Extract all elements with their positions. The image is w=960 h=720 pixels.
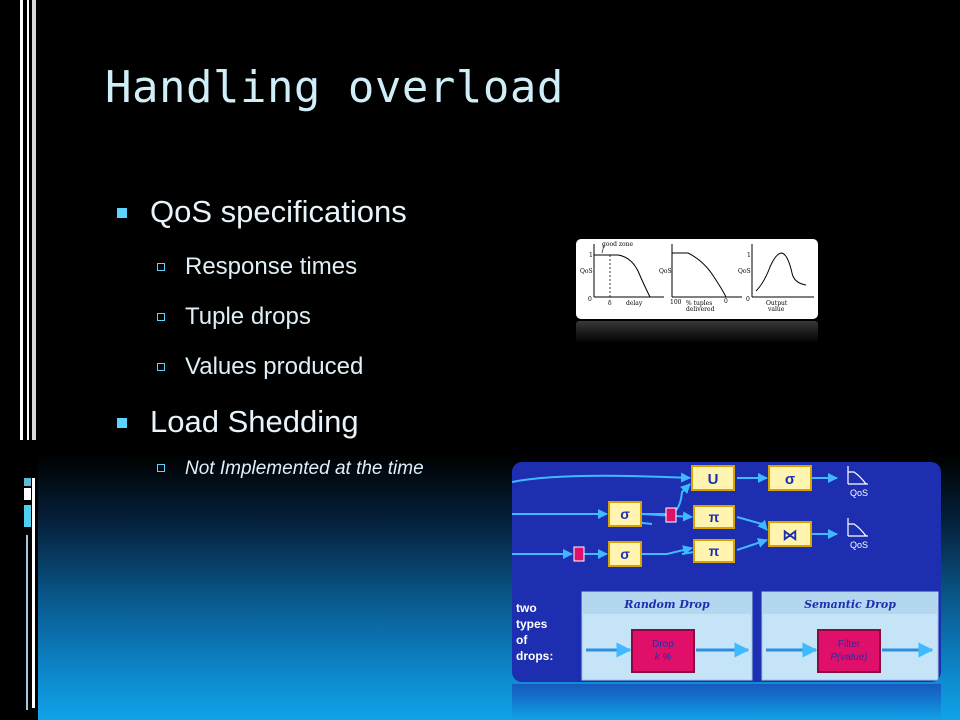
sub-bullet-not-implemented: Not Implemented at the time [115, 459, 595, 478]
random-drop-box-line-1: Drop [652, 639, 674, 650]
y-top-label: 1 [589, 252, 593, 259]
deco-line [20, 0, 23, 440]
left-decoration-strip [0, 0, 38, 720]
tuples-axis-label-2: delivered [686, 306, 715, 313]
y-top-label: 1 [747, 252, 751, 259]
y-zero-label: 0 [746, 296, 750, 303]
pi-operator-box [693, 539, 735, 563]
load-shedding-diagram-svg: U σ σ π ⋈ σ π [512, 465, 939, 681]
deco-line [27, 0, 29, 440]
deco-line [32, 478, 35, 708]
pi-operator-mid: π [709, 509, 720, 525]
semantic-drop-box-line-1: Filter [838, 639, 861, 650]
sigma-operator-top: σ [785, 471, 795, 488]
qos-axis-label: QoS [659, 268, 672, 275]
qos-graphs-image: good zone 1 QoS 0 δ delay QoS 100 0 % tu… [576, 239, 818, 319]
tuples-axis-label-1: % tuples [686, 300, 712, 307]
drop-box-small [665, 507, 677, 523]
drop-box-small [573, 546, 585, 562]
mini-qos-graph-top [847, 466, 868, 485]
semantic-drop-title: Semantic Drop [804, 598, 896, 611]
qos-graph-delay: good zone 1 QoS 0 δ delay [580, 241, 664, 307]
sub-bullet-response-times: Response times [115, 255, 595, 279]
drops-label-line-1: two [516, 601, 537, 615]
random-drop-title: Random Drop [623, 598, 710, 611]
delay-axis-label: delay [626, 300, 643, 307]
deco-block [24, 505, 31, 527]
bullet-load-shedding: Load Shedding [115, 406, 595, 437]
union-operator: U [708, 471, 719, 488]
semantic-drop-panel: Semantic Drop Filter P(value) [761, 591, 939, 681]
qos-graphs-svg: good zone 1 QoS 0 δ delay QoS 100 0 % tu… [580, 241, 814, 313]
mini-qos-graph-bottom [847, 518, 868, 537]
load-shedding-diagram: U σ σ π ⋈ σ π [512, 462, 941, 682]
random-drop-box-line-2: k % [655, 652, 672, 663]
sigma-operator-bottom: σ [620, 546, 630, 562]
deco-block [24, 488, 31, 500]
pi-operator-bottom: π [709, 543, 720, 559]
drops-label-line-4: drops: [516, 649, 553, 663]
drops-label-line-2: types [516, 617, 548, 631]
slide-title: Handling overload [105, 62, 564, 113]
sigma-operator-mid: σ [620, 506, 630, 522]
deco-line [32, 0, 36, 440]
x-right-label: 0 [724, 298, 728, 305]
join-operator: ⋈ [783, 527, 798, 544]
deco-block [24, 478, 31, 486]
qos-graphs-reflection [576, 321, 818, 343]
output-axis-label-1: Output [766, 300, 788, 307]
output-axis-label-2: value [767, 306, 785, 313]
union-operator-box [691, 465, 735, 491]
mini-qos-label-bottom: QoS [850, 540, 868, 550]
bullet-qos-specifications: QoS specifications [115, 196, 595, 227]
qos-graph-values: 1 QoS 0 Output value [738, 244, 814, 313]
qos-axis-label: QoS [580, 268, 593, 275]
good-zone-label: good zone [602, 241, 633, 248]
sigma-operator-box [768, 465, 812, 491]
deco-line [26, 535, 28, 710]
qos-graph-tuples: QoS 100 0 % tuples delivered [659, 244, 742, 313]
sigma-operator-box [608, 541, 642, 567]
pi-operator-box [693, 505, 735, 529]
y-zero-label: 0 [588, 296, 592, 303]
join-operator-box [768, 521, 812, 547]
load-shedding-diagram-reflection [512, 684, 941, 720]
sub-bullet-values-produced: Values produced [115, 355, 595, 379]
delta-label: δ [608, 300, 612, 307]
sigma-operator-box [608, 501, 642, 527]
drops-label-line-3: of [516, 633, 528, 647]
qos-axis-label: QoS [738, 268, 751, 275]
x-left-label: 100 [670, 299, 682, 306]
random-drop-panel: Random Drop Drop k % [581, 591, 753, 681]
semantic-drop-box-line-2: P(value) [830, 652, 867, 663]
bullet-list: QoS specifications Response times Tuple … [115, 196, 595, 478]
mini-qos-label-top: QoS [850, 488, 868, 498]
sub-bullet-tuple-drops: Tuple drops [115, 305, 595, 329]
